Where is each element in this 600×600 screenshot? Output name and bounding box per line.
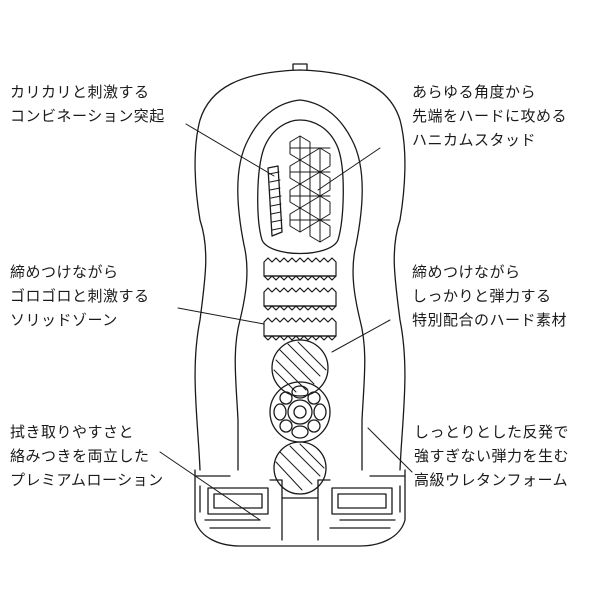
outer-shell <box>194 69 406 471</box>
callout-line: ソリッドゾーン <box>10 311 118 329</box>
callout-line: プレミアムローション <box>10 471 164 489</box>
callout-line: 拭き取りやすさと <box>10 423 135 441</box>
callout-premium-lotion: 拭き取りやすさと 絡みつきを両立した プレミアムローション <box>10 420 164 492</box>
flower-ring <box>269 381 331 443</box>
striped-sphere <box>271 339 329 397</box>
ridge-strip <box>267 165 283 237</box>
callout-line: 締めつけながら <box>10 263 119 281</box>
callout-honeycomb-studs: あらゆる角度から 先端をハードに攻める ハニカムスタッド <box>412 80 567 152</box>
callout-line: 特別配合のハード素材 <box>412 311 568 329</box>
callout-combination-bumps: カリカリと刺激する コンビネーション突起 <box>10 80 165 128</box>
callout-line: 強すぎない弾力を生む <box>414 447 570 465</box>
honeycomb-studs <box>289 135 331 243</box>
inner-sleeve <box>234 99 366 471</box>
callout-line: カリカリと刺激する <box>10 83 150 101</box>
top-nub <box>292 63 308 71</box>
callout-line: 絡みつきを両立した <box>10 447 150 465</box>
callout-line: あらゆる角度から <box>412 83 537 101</box>
callout-solid-zone: 締めつけながら ゴロゴロと刺激する ソリッドゾーン <box>10 260 150 332</box>
combination-bumps-chamber <box>257 119 344 255</box>
callout-line: 高級ウレタンフォーム <box>414 471 569 489</box>
base-cap <box>194 469 406 547</box>
callout-line: ゴロゴロと刺激する <box>10 287 150 305</box>
callout-line: 締めつけながら <box>412 263 521 281</box>
callout-line: ハニカムスタッド <box>412 131 537 149</box>
callout-line: しっかりと弾力する <box>412 287 552 305</box>
callout-line: コンビネーション突起 <box>10 107 165 125</box>
callout-hard-material: 締めつけながら しっかりと弾力する 特別配合のハード素材 <box>412 260 567 332</box>
bottom-striped-sphere <box>273 441 327 495</box>
callout-line: しっとりとした反発で <box>414 423 570 441</box>
leader-lines <box>159 123 413 521</box>
callout-urethane-foam: しっとりとした反発で 強すぎない弾力を生む 高級ウレタンフォーム <box>414 420 569 492</box>
solid-zone <box>263 257 337 341</box>
callout-line: 先端をハードに攻める <box>412 107 568 125</box>
